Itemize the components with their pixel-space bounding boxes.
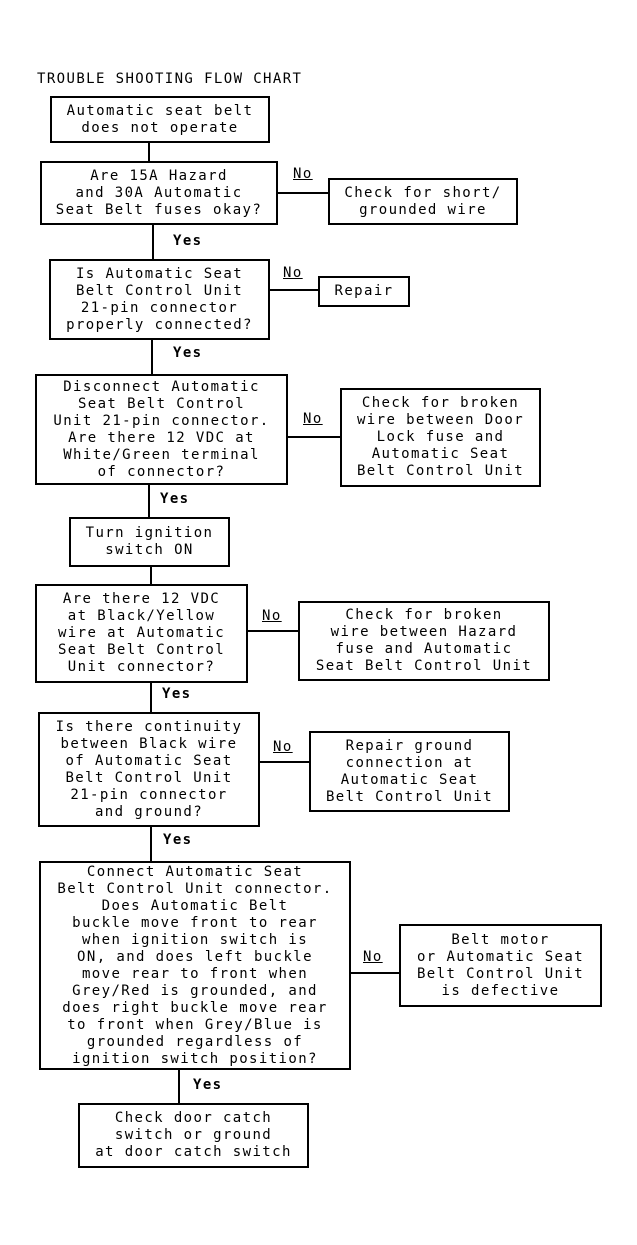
chart-title: TROUBLE SHOOTING FLOW CHART	[37, 71, 303, 87]
node-start: Automatic seat belt does not operate	[50, 96, 270, 143]
node-a-ground: Repair ground connection at Automatic Se…	[309, 731, 510, 812]
node-final-check: Check door catch switch or ground at doo…	[78, 1103, 309, 1168]
node-a-defective: Belt motor or Automatic Seat Belt Contro…	[399, 924, 602, 1007]
connector-ignition-by	[150, 567, 152, 584]
branch-connector-repair	[270, 289, 318, 291]
node-a-hazard-fuse: Check for broken wire between Hazard fus…	[298, 601, 550, 681]
node-a-short: Check for short/ grounded wire	[328, 178, 518, 225]
connector-fuses-connector	[152, 225, 154, 259]
branch-by-hazard	[248, 630, 298, 632]
node-q-buckle: Connect Automatic Seat Belt Control Unit…	[39, 861, 351, 1070]
edge-label-no-5: No	[273, 739, 293, 755]
node-q-black-yellow: Are there 12 VDC at Black/Yellow wire at…	[35, 584, 248, 683]
branch-fuses-short	[278, 192, 328, 194]
edge-label-yes-5: Yes	[163, 832, 193, 848]
branch-wg-doorlock	[288, 436, 340, 438]
edge-label-yes-6: Yes	[193, 1077, 223, 1093]
edge-label-no-3: No	[303, 411, 323, 427]
branch-continuity-ground	[260, 761, 309, 763]
edge-label-no-1: No	[293, 166, 313, 182]
connector-continuity-buckle	[150, 827, 152, 861]
connector-connector-wg	[151, 340, 153, 374]
node-q-white-green: Disconnect Automatic Seat Belt Control U…	[35, 374, 288, 485]
edge-label-no-4: No	[262, 608, 282, 624]
node-q-fuses: Are 15A Hazard and 30A Automatic Seat Be…	[40, 161, 278, 225]
connector-start-fuses	[148, 143, 150, 161]
node-a-door-lock: Check for broken wire between Door Lock …	[340, 388, 541, 487]
connector-by-continuity	[150, 683, 152, 712]
edge-label-yes-4: Yes	[162, 686, 192, 702]
node-q-connector: Is Automatic Seat Belt Control Unit 21-p…	[49, 259, 270, 340]
node-q-continuity: Is there continuity between Black wire o…	[38, 712, 260, 827]
edge-label-no-6: No	[363, 949, 383, 965]
connector-buckle-final	[178, 1070, 180, 1103]
edge-label-yes-2: Yes	[173, 345, 203, 361]
edge-label-yes-1: Yes	[173, 233, 203, 249]
edge-label-yes-3: Yes	[160, 491, 190, 507]
node-a-repair: Repair	[318, 276, 410, 307]
connector-wg-ignition	[148, 485, 150, 517]
node-turn-ignition: Turn ignition switch ON	[69, 517, 230, 567]
edge-label-no-2: No	[283, 265, 303, 281]
branch-buckle-defective	[351, 972, 399, 974]
